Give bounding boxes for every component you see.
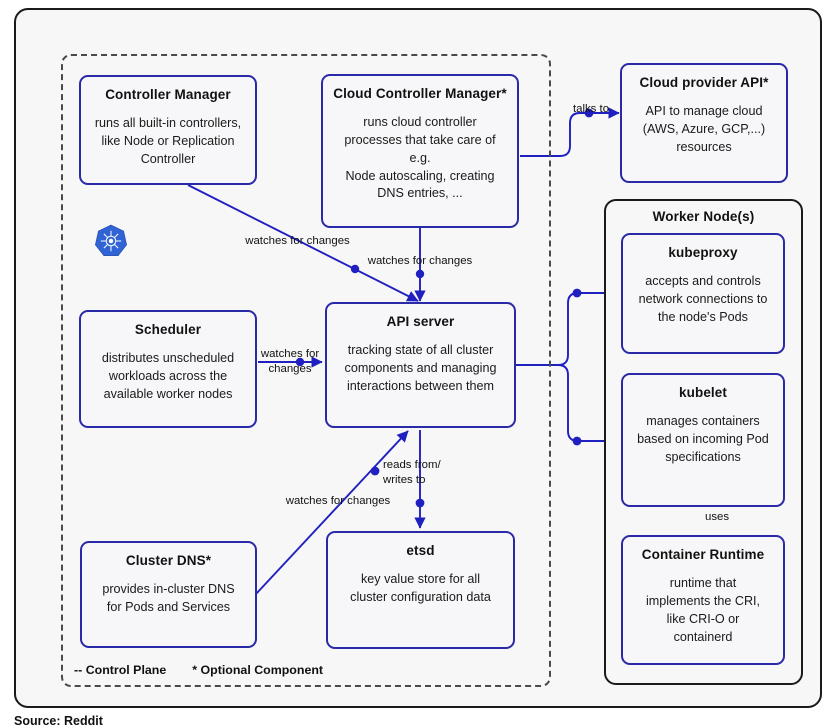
box-description: accepts and controls network connections… — [638, 273, 768, 324]
box-title: Cluster DNS* — [125, 553, 212, 568]
box-title: kubelet — [679, 385, 727, 400]
box-description: runtime that implements the CRI, like CR… — [645, 575, 761, 644]
box-title: Cloud provider API* — [639, 75, 769, 90]
box-title: API server — [386, 314, 455, 329]
box-description: runs all built-in controllers, like Node… — [94, 115, 242, 166]
box-container-runtime[interactable]: Container Runtime runtime that implement… — [621, 535, 785, 665]
legend: -- Control Plane * Optional Component — [74, 663, 323, 677]
box-title: Scheduler — [134, 322, 202, 337]
box-cloud-controller-manager[interactable]: Cloud Controller Manager* runs cloud con… — [321, 74, 519, 228]
box-etcd[interactable]: etsd key value store for all cluster con… — [326, 531, 515, 649]
edge-label-dns-to-api: watches for changes — [285, 495, 391, 507]
box-api-server[interactable]: API server tracking state of all cluster… — [325, 302, 516, 428]
box-description: manages containers based on incoming Pod… — [637, 413, 769, 464]
box-cloud-provider-api[interactable]: Cloud provider API* API to manage cloud … — [620, 63, 788, 183]
box-cluster-dns[interactable]: Cluster DNS* provides in-cluster DNS for… — [80, 541, 257, 648]
worker-node-title: Worker Node(s) — [652, 209, 755, 224]
box-description: runs cloud controller processes that tak… — [344, 114, 496, 201]
edge-label-api-to-etcd: reads from/ writes to — [383, 459, 441, 486]
control-plane-region — [61, 54, 551, 687]
edge-label-scheduler-to-api: watches for changes — [260, 348, 320, 375]
edge-label-cm-to-api: watches for changes — [245, 235, 350, 247]
box-title: Cloud Controller Manager* — [333, 86, 507, 101]
box-controller-manager[interactable]: Controller Manager runs all built-in con… — [79, 75, 257, 185]
edge-label-ccm-to-api: watches for changes — [367, 255, 473, 267]
box-kubeproxy[interactable]: kubeproxy accepts and controls network c… — [621, 233, 785, 354]
box-description: key value store for all cluster configur… — [350, 571, 491, 604]
box-title: Container Runtime — [641, 547, 765, 562]
legend-optional-component: * Optional Component — [192, 663, 324, 677]
box-title: etsd — [406, 543, 435, 558]
edge-label-ccm-to-cloudapi: talks to — [572, 103, 610, 115]
box-description: distributes unscheduled workloads across… — [101, 350, 235, 401]
box-title: Controller Manager — [105, 87, 231, 102]
box-title: kubeproxy — [668, 245, 738, 260]
box-kubelet[interactable]: kubelet manages containers based on inco… — [621, 373, 785, 507]
edge-label-kubelet-to-runtime: uses — [705, 511, 730, 523]
kubernetes-logo-icon — [94, 224, 128, 258]
legend-control-plane: -- Control Plane — [74, 663, 167, 677]
box-description: provides in-cluster DNS for Pods and Ser… — [102, 581, 235, 614]
box-description: tracking state of all cluster components… — [344, 342, 497, 393]
source-note: Source: Reddit — [14, 714, 103, 726]
box-scheduler[interactable]: Scheduler distributes unscheduled worklo… — [79, 310, 257, 428]
box-description: API to manage cloud (AWS, Azure, GCP,...… — [642, 103, 766, 154]
